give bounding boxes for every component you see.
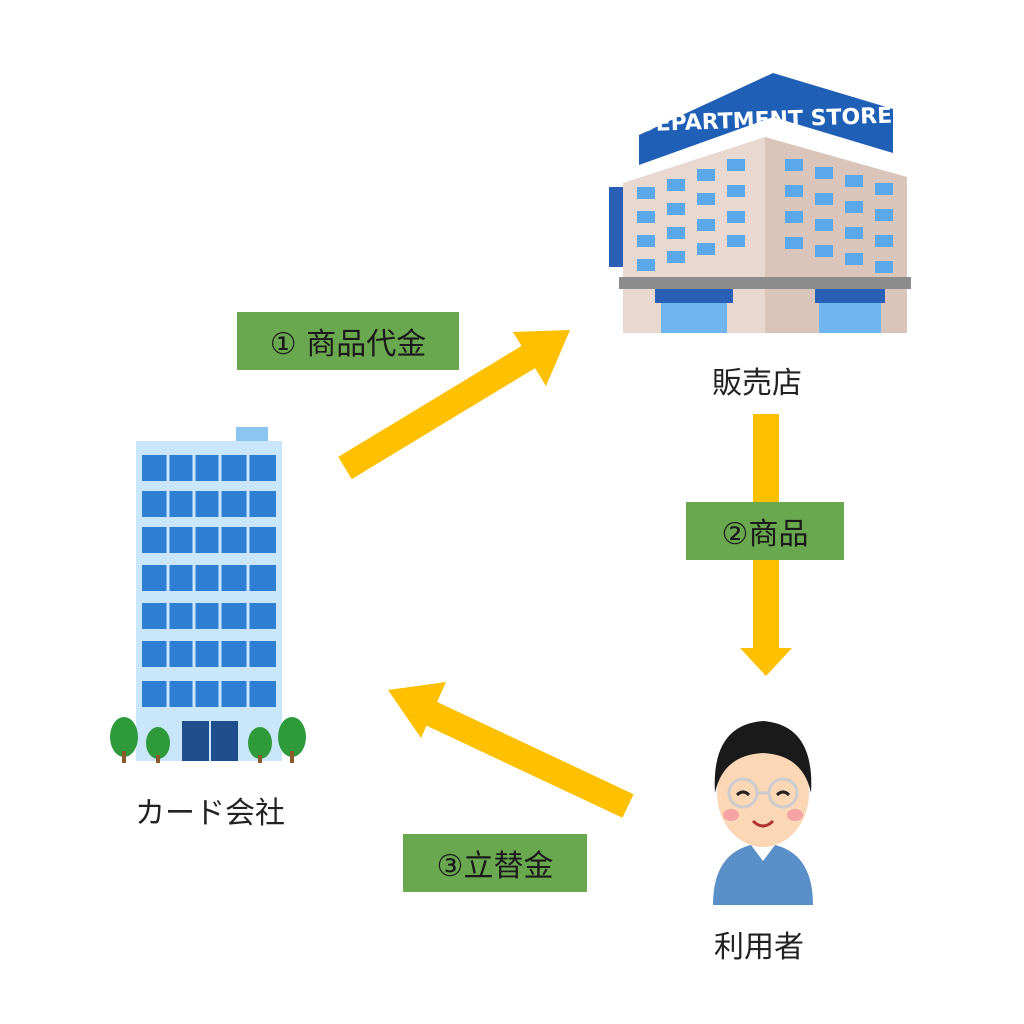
arrow-step1 (338, 330, 570, 480)
person-icon (713, 721, 813, 905)
office-building-icon (110, 427, 306, 763)
step2-label: ②商品 (686, 502, 844, 560)
store-label: 販売店 (712, 366, 802, 401)
user-label: 利用者 (714, 930, 804, 965)
step3-label: ③立替金 (403, 834, 587, 892)
tree-icon (110, 717, 138, 763)
department-store-icon: DEPARTMENT STORE (609, 73, 911, 333)
card-company-label: カード会社 (135, 796, 285, 831)
arrow-step3 (388, 682, 634, 818)
step1-label: ① 商品代金 (237, 312, 459, 370)
